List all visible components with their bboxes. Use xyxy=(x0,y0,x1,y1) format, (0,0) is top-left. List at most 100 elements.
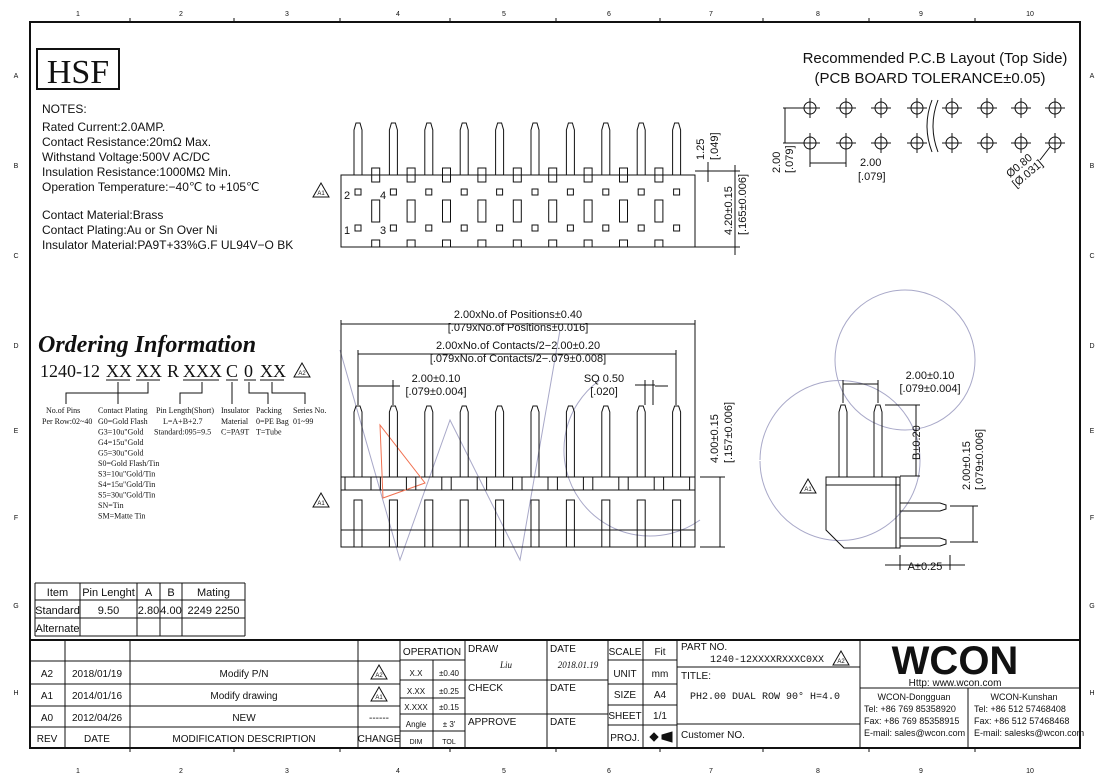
field-option: C=PA9T xyxy=(221,428,249,437)
sheet-value: A4 xyxy=(654,690,667,701)
notch xyxy=(406,239,416,248)
hsf-logo-box xyxy=(36,48,120,90)
note-line: Contact Resistance:20mΩ Max. xyxy=(42,135,211,149)
side-dim-b: B±0.20 xyxy=(911,425,923,460)
pin xyxy=(636,122,646,175)
slot xyxy=(512,199,522,223)
pin xyxy=(353,122,363,175)
field-option: G4=15u"Gold xyxy=(98,438,144,447)
field-option: 0=PE Bag xyxy=(256,417,289,426)
grid-row-label: A xyxy=(1090,73,1095,80)
note-line: Withstand Voltage:500V AC/DC xyxy=(42,150,210,164)
pin-square xyxy=(496,224,504,232)
grid-row-label: H xyxy=(13,690,18,697)
spec-cell: 4.00 xyxy=(160,605,181,617)
pin-square xyxy=(637,188,645,196)
part-no-label: PART NO. xyxy=(681,642,727,653)
note-line: Insulation Resistance:1000MΩ Min. xyxy=(42,165,231,179)
sheet-value: mm xyxy=(652,669,669,680)
rev-mark: A2 xyxy=(837,659,845,665)
draw-label: DRAW xyxy=(468,644,499,655)
front-view-drawing: 2.00xNo.of Positions±0.40 [.079xNo.of Po… xyxy=(340,309,735,548)
field-option: G5=30u"Gold xyxy=(98,449,144,458)
office-fax: Fax: +86 769 85358915 xyxy=(864,716,959,726)
drawer-signature: Liu xyxy=(499,660,513,670)
code-segment: 0 xyxy=(244,361,253,381)
notch xyxy=(371,167,381,183)
pin-square xyxy=(602,188,610,196)
spec-cell: 2249 2250 xyxy=(188,605,240,617)
notch xyxy=(583,239,593,248)
pin-label: 2 xyxy=(344,190,350,202)
grid-col-label: 5 xyxy=(502,11,506,18)
dim-contact-span-in: [.079xNo.of Contacts/2−.079±0.008] xyxy=(430,353,606,365)
rev-change: A1 xyxy=(375,695,383,701)
office-name: WCON-Kunshan xyxy=(990,692,1057,702)
pin-square xyxy=(389,224,397,232)
spec-header: A xyxy=(145,587,153,599)
pin-tail xyxy=(353,499,363,548)
pin xyxy=(495,405,505,477)
grid-row-label: A xyxy=(14,73,19,80)
pin xyxy=(672,122,682,175)
pin xyxy=(636,405,646,477)
wcon-watermark xyxy=(339,289,976,562)
pin-square xyxy=(354,224,362,232)
notch xyxy=(477,239,487,248)
date-label: DATE xyxy=(550,717,576,728)
company-url: Http: www.wcon.com xyxy=(909,678,1002,689)
slot xyxy=(583,199,593,223)
pin xyxy=(388,122,398,175)
rev-date: 2014/01/16 xyxy=(72,691,122,702)
grid-col-label: 4 xyxy=(396,768,400,775)
pcb-pitch-h-in: [.079] xyxy=(858,171,886,183)
spec-header: B xyxy=(167,587,174,599)
dim-4-20-in: [.165±0.006] xyxy=(737,174,749,235)
tolerance-title: OPERATION xyxy=(403,647,461,658)
sheet-label: UNIT xyxy=(613,669,636,680)
grid-row-label: F xyxy=(14,515,18,522)
header-change: CHANGE xyxy=(358,734,401,745)
note-line: Operation Temperature:−40℃ to +105℃ xyxy=(42,180,260,194)
pin-square xyxy=(460,224,468,232)
pin-square xyxy=(566,188,574,196)
field-name: Packing xyxy=(256,406,282,415)
field-option: Material xyxy=(221,417,249,426)
grid-col-label: 7 xyxy=(709,768,713,775)
pcb-layout-subtitle: (PCB BOARD TOLERANCE±0.05) xyxy=(814,70,1045,87)
slot xyxy=(654,199,664,223)
dim-total-width-in: [.079xNo.of Positions±0.016] xyxy=(448,322,589,334)
pin xyxy=(601,405,611,477)
grid-col-label: 1 xyxy=(76,768,80,775)
grid-col-label: 5 xyxy=(502,768,506,775)
pin-square xyxy=(637,224,645,232)
notes-heading: NOTES: xyxy=(42,102,87,116)
pin-label: 4 xyxy=(380,190,386,202)
pin-tail xyxy=(672,499,682,548)
spec-cell: 2.80 xyxy=(138,605,159,617)
pin-label: 1 xyxy=(344,225,350,237)
dim-4-20: 4.20±0.15 xyxy=(723,186,735,235)
leader-line xyxy=(179,382,203,404)
slot xyxy=(619,199,628,223)
spec-cell: Standard xyxy=(35,605,80,617)
notch xyxy=(583,167,593,183)
dim-1-25: 1.25 xyxy=(695,139,707,160)
grid-row-label: B xyxy=(14,163,19,170)
pin-square xyxy=(389,188,397,196)
part-title: PH2.00 DUAL ROW 90° H=4.0 xyxy=(690,691,840,703)
grid-row-label: H xyxy=(1089,690,1094,697)
rev-id: A2 xyxy=(41,669,54,680)
drawing-border xyxy=(29,21,1081,749)
pcb-pitch-v-in: [.079] xyxy=(784,145,796,173)
header-desc: MODIFICATION DESCRIPTION xyxy=(172,734,315,745)
notch xyxy=(477,167,487,183)
rev-id: A0 xyxy=(41,713,54,724)
grid-row-label: G xyxy=(1089,603,1094,610)
rev-id: A1 xyxy=(41,691,54,702)
pin xyxy=(565,405,575,477)
pin xyxy=(565,122,575,175)
tol-dim: Angle xyxy=(406,720,427,729)
